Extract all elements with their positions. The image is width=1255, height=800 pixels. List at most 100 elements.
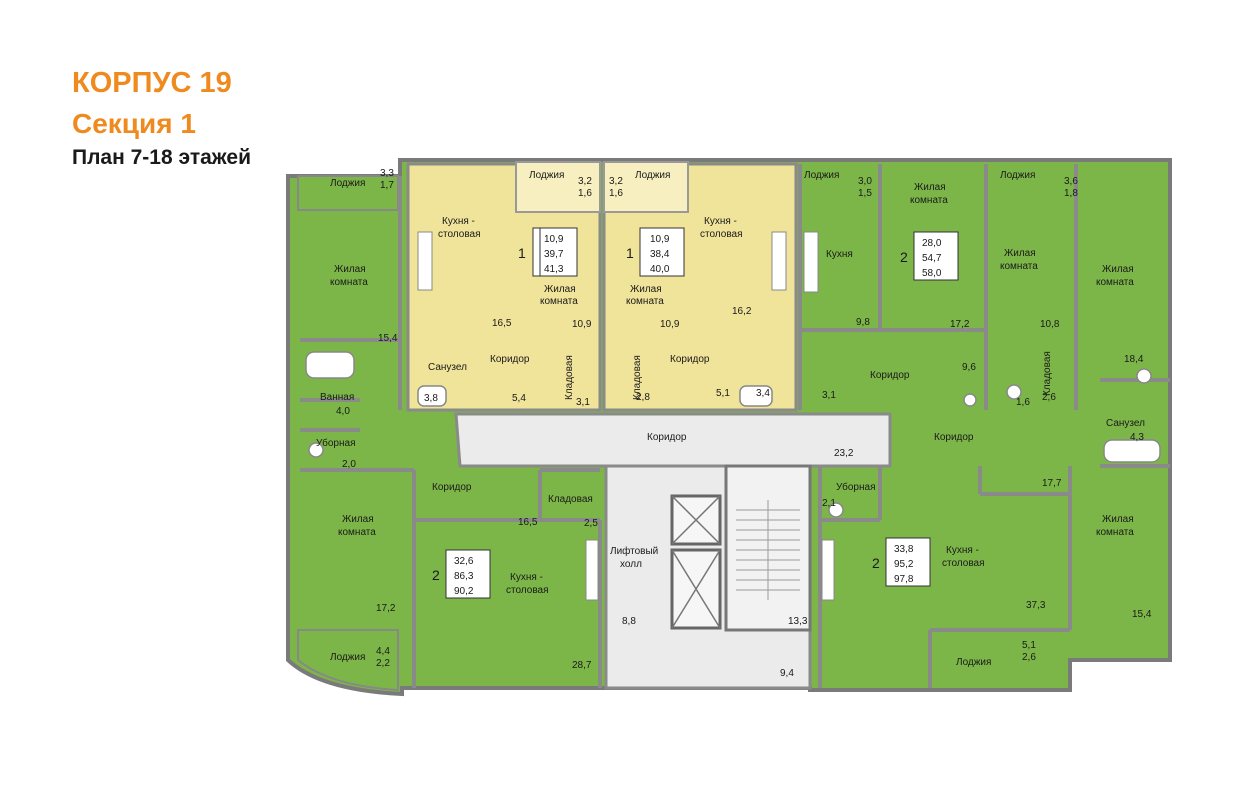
wc-label-right: Санузел: [1106, 418, 1145, 429]
living-room-label-yellow-right-2: комната: [626, 296, 664, 307]
loggia-label-5: Лоджия: [1000, 170, 1035, 181]
loggia-area-1b: 1,7: [380, 180, 394, 191]
loggia-area-2a: 3,2: [578, 176, 592, 187]
area-toilet-left: 2,0: [342, 459, 356, 470]
toilet-label-left: Уборная: [316, 437, 355, 449]
apartment-with-loggia-3: 58,0: [922, 268, 942, 279]
kitchen-label-yellow-left-1: Кухня -: [442, 216, 475, 227]
interior-walls: [300, 164, 1170, 688]
kitchen-label-top-right: Кухня: [826, 249, 853, 260]
elevator-2-cross-b: [671, 549, 721, 629]
storage-label-yellow-left: Кладовая: [564, 355, 575, 400]
loggia-label-1: Лоджия: [330, 178, 365, 189]
loggia-yellow-right: [603, 161, 689, 213]
area-wc-yellow: 3,8: [424, 393, 438, 404]
area-kitchen-yellow-right: 16,2: [732, 306, 752, 317]
apartment-summary-3: 2 28,0 54,7 58,0: [900, 231, 959, 281]
apartment-living-3: 28,0: [922, 238, 942, 249]
apartment-living-1: 10,9: [544, 234, 564, 245]
apartment-with-loggia-2: 40,0: [650, 264, 670, 275]
apartment-with-loggia-1: 41,3: [544, 264, 564, 275]
area-corridor-right-mid: 17,7: [1042, 478, 1062, 489]
kitchen-label-bottom-right-1: Кухня -: [946, 545, 979, 556]
floor-plan-subtitle: План 7-18 этажей: [72, 146, 251, 169]
apartment-summary-5: 2 33,8 95,2 97,8: [872, 537, 931, 587]
area-living-left-bottom: 17,2: [376, 603, 396, 614]
area-vestibule: 9,4: [780, 668, 794, 679]
living-room-label-top-right-1: Жилая: [1004, 248, 1036, 259]
lift-hall-label-1: Лифтовый: [610, 545, 658, 557]
apartment-rooms-4: 2: [432, 567, 440, 583]
corridor-label-common: Коридор: [647, 432, 687, 443]
living-room-label-left-top-2: комната: [330, 277, 368, 288]
elevator-1-cross-b: [671, 495, 721, 545]
living-room-label-top-mid-1: Жилая: [914, 182, 946, 193]
living-room-label-left-bottom-1: Жилая: [342, 514, 374, 525]
loggia-area-6b: 2,2: [376, 658, 390, 669]
sink-icon: [308, 368, 1152, 518]
kitchen-label-bottom-left-1: Кухня -: [510, 572, 543, 583]
area-storage-yellow-right: 2,8: [636, 392, 650, 403]
living-room-label-left-top-1: Жилая: [334, 264, 366, 275]
area-corridor-yellow-right: 5,1: [716, 388, 730, 399]
apartment-total-2: 38,4: [650, 249, 670, 260]
area-kitchen-bottom-left: 28,7: [572, 660, 592, 671]
loggia-area-7a: 5,1: [1022, 640, 1036, 651]
apartment-rooms-5: 2: [872, 555, 880, 571]
area-kitchen-yellow-left: 16,5: [492, 318, 512, 329]
living-room-label-right-bottom-1: Жилая: [1102, 514, 1134, 525]
apartment-rooms-1: 1: [518, 245, 526, 261]
area-corridor-right-top: 9,6: [962, 362, 976, 373]
corridor-label-yellow-left: Коридор: [490, 354, 530, 365]
apartment-living-4: 32,6: [454, 556, 474, 567]
area-storage-bottom: 2,5: [584, 518, 598, 529]
loggia-curve-bottom-left: [297, 629, 399, 692]
toilet-label-right: Уборная: [836, 481, 875, 493]
bathtub-icon: [305, 351, 1161, 463]
building-title: КОРПУС 19: [72, 67, 232, 99]
area-bath-right: 3,1: [822, 390, 836, 401]
wc-label-yellow: Санузел: [428, 362, 467, 373]
area-living-right-bottom: 15,4: [1132, 609, 1152, 620]
loggia-area-1a: 3,3: [380, 168, 394, 179]
area-common-corridor: 23,2: [834, 448, 854, 459]
living-room-label-far-right-1: Жилая: [1102, 264, 1134, 275]
area-corridor-left-mid: 16,5: [518, 517, 538, 528]
storage-label-right: Кладовая: [1042, 351, 1053, 396]
loggia-area-6a: 4,4: [376, 646, 390, 657]
apartment-with-loggia-4: 90,2: [454, 586, 474, 597]
apartment-total-3: 54,7: [922, 253, 942, 264]
loggia-label-3: Лоджия: [635, 170, 670, 181]
kitchen-counter-icon: [417, 231, 835, 601]
apartment-summary-1: 1 10,9 39,7 41,3: [518, 227, 578, 277]
kitchen-label-yellow-right-1: Кухня -: [704, 216, 737, 227]
loggia-area-4b: 1,5: [858, 188, 872, 199]
area-living-far-right: 18,4: [1124, 354, 1144, 365]
area-storage-yellow-left: 3,1: [576, 397, 590, 408]
apartment-living-2: 10,9: [650, 234, 670, 245]
loggia-area-3b: 1,6: [609, 188, 623, 199]
apartment-rooms-2: 1: [626, 245, 634, 261]
loggia-area-5b: 1,8: [1064, 188, 1078, 199]
loggia-label-6: Лоджия: [330, 652, 365, 663]
loggia-area-3a: 3,2: [609, 176, 623, 187]
corridor-label-right-mid: Коридор: [934, 432, 974, 443]
loggia-yellow-left: [515, 161, 601, 213]
area-kitchen-right: 9,8: [856, 317, 870, 328]
living-room-label-yellow-left-2: комната: [540, 296, 578, 307]
bathroom-label: Ванная: [320, 392, 354, 403]
loggia-area-5a: 3,6: [1064, 176, 1078, 187]
area-storage-right: 2,6: [1042, 392, 1056, 403]
lift-hall-label-2: холл: [620, 559, 642, 570]
area-corridor-yellow-left: 5,4: [512, 393, 526, 404]
area-lift-hall: 8,8: [622, 616, 636, 627]
loggia-area-2b: 1,6: [578, 188, 592, 199]
stair-steps: [736, 500, 800, 600]
loggia-label-2: Лоджия: [529, 170, 564, 181]
apartment-total-4: 86,3: [454, 571, 474, 582]
living-room-label-top-mid-2: комната: [910, 195, 948, 206]
living-room-label-yellow-left-1: Жилая: [544, 284, 576, 295]
area-kitchen-bottom-right: 37,3: [1026, 600, 1046, 611]
kitchen-label-yellow-left-2: столовая: [438, 229, 481, 240]
